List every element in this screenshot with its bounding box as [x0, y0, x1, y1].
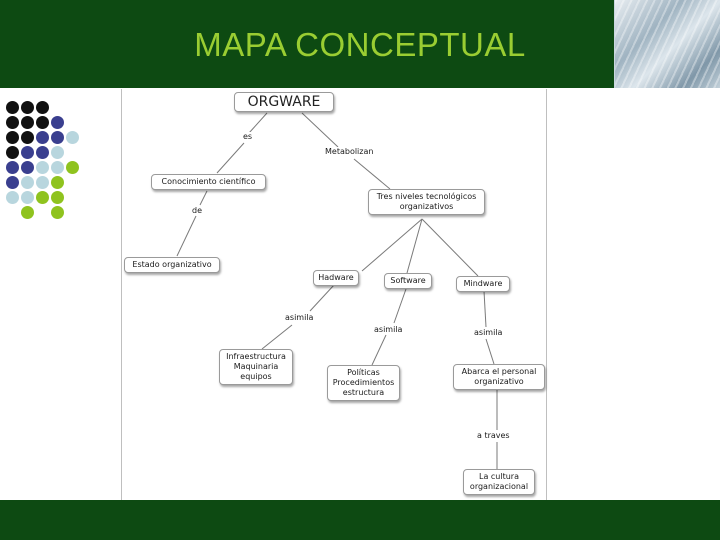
- node-orgware[interactable]: ORGWARE: [234, 92, 334, 112]
- dot: [6, 116, 19, 129]
- connector-line: [249, 113, 267, 133]
- connector-line: [217, 143, 244, 173]
- dot: [36, 131, 49, 144]
- link-label-es: es: [243, 132, 252, 141]
- link-label-metabolizan: Metabolizan: [325, 147, 373, 156]
- dot: [51, 131, 64, 144]
- dot: [21, 161, 34, 174]
- node-estado-organizativo[interactable]: Estado organizativo: [124, 257, 220, 273]
- dot: [51, 206, 64, 219]
- dot: [21, 101, 34, 114]
- dot: [21, 131, 34, 144]
- connector-line: [354, 159, 390, 189]
- dot: [21, 116, 34, 129]
- link-label-asimila-hardware: asimila: [285, 313, 313, 322]
- dot: [66, 161, 79, 174]
- node-conocimiento-cientifico[interactable]: Conocimiento científico: [151, 174, 266, 190]
- node-abarca-personal[interactable]: Abarca el personal organizativo: [453, 364, 545, 390]
- dot: [36, 161, 49, 174]
- node-mindware[interactable]: Mindware: [456, 276, 510, 292]
- dot: [6, 161, 19, 174]
- dot: [6, 101, 19, 114]
- node-hardware[interactable]: Hadware: [313, 270, 359, 286]
- link-label-asimila-software: asimila: [374, 325, 402, 334]
- node-cultura-organizacional[interactable]: La cultura organizacional: [463, 469, 535, 495]
- link-label-asimila-mindware: asimila: [474, 328, 502, 337]
- dot: [21, 206, 34, 219]
- dot: [51, 146, 64, 159]
- dot: [21, 191, 34, 204]
- dot: [21, 176, 34, 189]
- connector-line: [407, 219, 422, 273]
- dot: [6, 191, 19, 204]
- dot: [6, 131, 19, 144]
- node-politicas[interactable]: Políticas Procedimientos estructura: [327, 365, 400, 401]
- node-software[interactable]: Software: [384, 273, 432, 289]
- footer-bar: [0, 500, 720, 540]
- dot: [36, 116, 49, 129]
- dot: [36, 176, 49, 189]
- concept-map: ORGWARE Conocimiento científico Estado o…: [121, 89, 547, 502]
- dot: [66, 131, 79, 144]
- connector-line: [177, 216, 196, 256]
- dot: [6, 146, 19, 159]
- dot: [21, 146, 34, 159]
- node-infraestructura[interactable]: Infraestructura Maquinaria equipos: [219, 349, 293, 385]
- connector-line: [310, 285, 334, 311]
- link-label-a-traves: a traves: [477, 431, 510, 440]
- connector-line: [394, 289, 406, 323]
- connector-line: [372, 335, 386, 365]
- header-photo: [614, 0, 720, 88]
- dot: [36, 191, 49, 204]
- dot: [6, 176, 19, 189]
- dot: [36, 146, 49, 159]
- connector-line: [422, 219, 478, 276]
- dot: [51, 116, 64, 129]
- dot: [51, 191, 64, 204]
- link-label-de: de: [192, 206, 202, 215]
- connector-line: [302, 113, 338, 147]
- node-tres-niveles[interactable]: Tres niveles tecnológicos organizativos: [368, 189, 485, 215]
- dot: [51, 176, 64, 189]
- connector-line: [200, 191, 207, 205]
- connector-line: [362, 219, 422, 271]
- connector-line: [484, 291, 486, 327]
- connector-line: [262, 325, 292, 349]
- dot: [51, 161, 64, 174]
- dot: [36, 101, 49, 114]
- connector-line: [486, 339, 494, 364]
- slide-title: MAPA CONCEPTUAL: [0, 26, 720, 64]
- title-bar: MAPA CONCEPTUAL: [0, 0, 720, 88]
